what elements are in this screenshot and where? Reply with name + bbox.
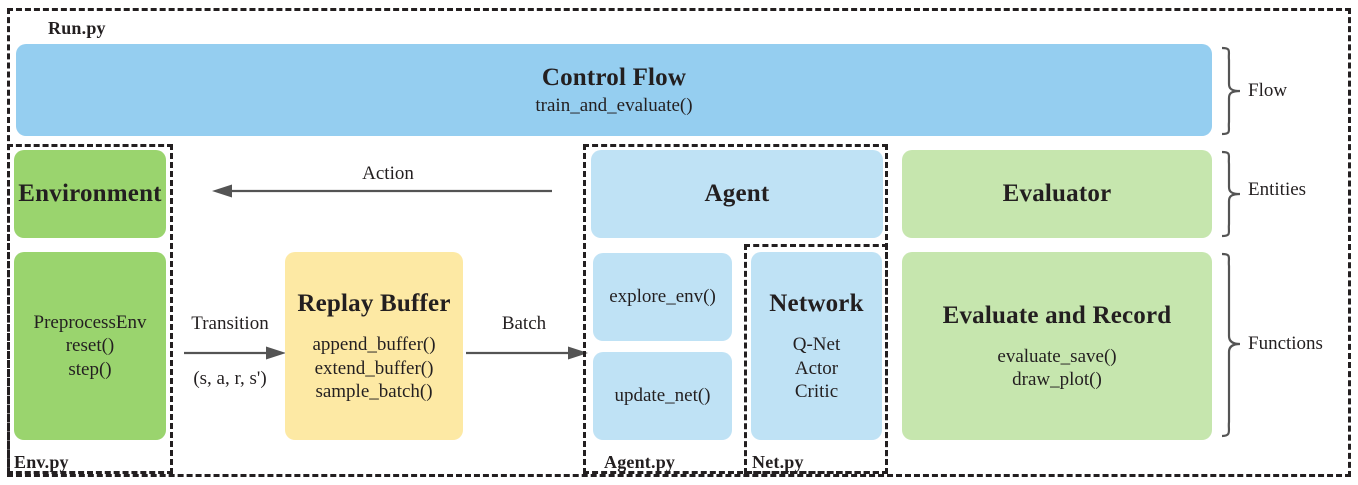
preprocess-env-line-1: PreprocessEnv	[33, 312, 147, 334]
environment-box[interactable]: Environment	[14, 150, 166, 238]
edge-label-action: Action	[362, 163, 414, 184]
edge-arrow-batch	[466, 346, 588, 360]
replay-buffer-box[interactable]: Replay Buffer append_buffer() extend_buf…	[285, 252, 463, 440]
control-flow-title: Control Flow	[541, 64, 687, 92]
network-line-1: Q-Net	[792, 334, 841, 356]
brace-functions-label: Functions	[1248, 333, 1323, 354]
agent-box[interactable]: Agent	[591, 150, 883, 238]
preprocess-env-line-2: reset()	[65, 335, 115, 357]
evaluator-box[interactable]: Evaluator	[902, 150, 1212, 238]
brace-entities-icon	[1221, 150, 1241, 238]
network-line-2: Actor	[794, 357, 839, 379]
control-flow-subtitle: train_and_evaluate()	[535, 94, 693, 116]
brace-flow-label: Flow	[1248, 80, 1288, 101]
evaluate-and-record-line-1: evaluate_save()	[997, 346, 1117, 368]
evaluator-title: Evaluator	[1002, 179, 1112, 207]
module-label-agent: Agent.py	[604, 452, 676, 472]
edge-arrow-action	[212, 184, 552, 198]
brace-entities-label: Entities	[1248, 179, 1307, 200]
brace-flow-icon	[1221, 46, 1241, 136]
control-flow-box[interactable]: Control Flow train_and_evaluate()	[16, 44, 1212, 136]
environment-title: Environment	[18, 179, 162, 207]
brace-functions-icon	[1221, 252, 1241, 438]
update-net-label: update_net()	[614, 385, 711, 407]
replay-buffer-line-2: extend_buffer()	[314, 357, 434, 379]
evaluate-and-record-title: Evaluate and Record	[942, 301, 1172, 329]
replay-buffer-title: Replay Buffer	[297, 289, 451, 317]
edge-sublabel-transition: (s, a, r, s')	[193, 368, 267, 389]
module-label-run: Run.py	[48, 18, 106, 38]
edge-arrow-transition	[184, 346, 286, 360]
evaluate-and-record-box[interactable]: Evaluate and Record evaluate_save() draw…	[902, 252, 1212, 440]
replay-buffer-line-3: sample_batch()	[315, 380, 433, 402]
module-label-env: Env.py	[14, 452, 69, 472]
preprocess-env-line-3: step()	[68, 358, 112, 380]
edge-label-batch: Batch	[501, 313, 547, 334]
module-frame-net	[744, 244, 888, 474]
explore-env-box[interactable]: explore_env()	[593, 253, 732, 341]
edge-label-transition: Transition	[191, 313, 269, 334]
preprocess-env-box[interactable]: PreprocessEnv reset() step()	[14, 252, 166, 440]
agent-title: Agent	[704, 179, 770, 207]
module-frame-env	[7, 144, 173, 474]
replay-buffer-line-1: append_buffer()	[312, 334, 436, 356]
evaluate-and-record-line-2: draw_plot()	[1012, 369, 1102, 391]
network-box[interactable]: Network Q-Net Actor Critic	[751, 252, 882, 440]
explore-env-label: explore_env()	[609, 286, 716, 308]
module-label-net: Net.py	[752, 452, 804, 472]
network-title: Network	[769, 289, 864, 317]
network-line-3: Critic	[794, 380, 839, 402]
update-net-box[interactable]: update_net()	[593, 352, 732, 440]
